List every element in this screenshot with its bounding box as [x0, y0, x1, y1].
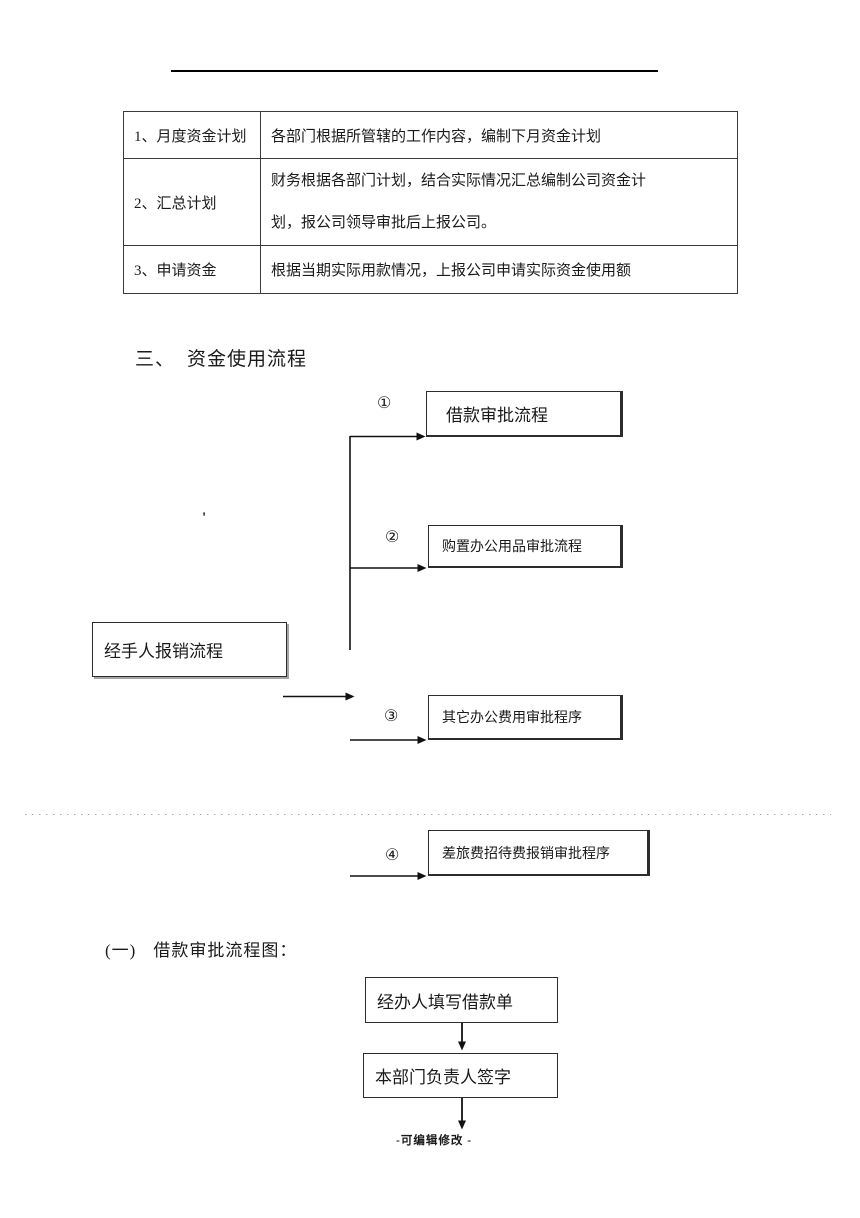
section-number: 三、 — [135, 349, 176, 370]
page-break-dotted-line — [25, 814, 831, 816]
subsection-title: 借款审批流程图： — [153, 941, 298, 960]
flow-box-travel-entertainment-expense: 差旅费招待费报销审批程序 — [428, 830, 650, 876]
row-label: 1、月度资金计划 — [134, 128, 247, 145]
flow-box-fill-borrow-form: 经办人填写借款单 — [365, 977, 558, 1023]
table-cell-desc: 财务根据各部门计划，结合实际情况汇总编制公司资金计 划，报公司领导审批后上报公司… — [260, 158, 738, 246]
subsection-heading: (一) 借款审批流程图： — [105, 936, 297, 961]
row-desc-line: 根据当期实际用款情况，上报公司申请实际资金使用额 — [271, 263, 632, 279]
stray-apostrophe-mark: ' — [202, 510, 207, 526]
fund-plan-table: 1、月度资金计划 各部门根据所管辖的工作内容，编制下月资金计划 2、汇总计划 财… — [123, 111, 738, 294]
branch-number-1: ① — [377, 395, 392, 412]
flow-box-office-supplies-approval: 购置办公用品审批流程 — [428, 525, 623, 568]
table-cell-label: 1、月度资金计划 — [123, 111, 261, 159]
branch-number-3: ③ — [384, 708, 399, 725]
flow-box-borrow-approval: 借款审批流程 — [426, 391, 623, 437]
table-cell-label: 3、申请资金 — [123, 245, 261, 294]
flow-box-label: 购置办公用品审批流程 — [442, 540, 582, 555]
flow-box-label: 经办人填写借款单 — [377, 992, 513, 1012]
branch-number-4: ④ — [385, 847, 400, 864]
flow-box-label: 经手人报销流程 — [104, 642, 223, 661]
table-cell-desc: 各部门根据所管辖的工作内容，编制下月资金计划 — [260, 111, 738, 159]
flow-box-label: 本部门负责人签字 — [375, 1068, 511, 1087]
branch-number-2: ② — [385, 529, 400, 546]
flow-box-label: 差旅费招待费报销审批程序 — [442, 846, 610, 862]
section-title: 资金使用流程 — [187, 349, 308, 370]
row-desc-line: 划，报公司领导审批后上报公司。 — [271, 215, 497, 231]
row-label: 2、汇总计划 — [134, 195, 217, 212]
table-cell-desc: 根据当期实际用款情况，上报公司申请实际资金使用额 — [260, 245, 738, 294]
top-horizontal-rule — [171, 70, 658, 72]
row-label: 3、申请资金 — [134, 263, 217, 279]
footer-editable-note: -可编辑修改 - — [396, 1135, 473, 1147]
flow-box-label: 其它办公费用审批程序 — [442, 711, 582, 726]
flow-box-label: 借款审批流程 — [446, 406, 548, 425]
table-row: 2、汇总计划 财务根据各部门计划，结合实际情况汇总编制公司资金计 划，报公司领导… — [123, 158, 738, 246]
row-desc-line: 各部门根据所管辖的工作内容，编制下月资金计划 — [271, 128, 602, 145]
table-row: 1、月度资金计划 各部门根据所管辖的工作内容，编制下月资金计划 — [123, 111, 738, 159]
subsection-number: (一) — [105, 941, 137, 960]
flow-box-handler-reimbursement: 经手人报销流程 — [92, 622, 287, 677]
section-heading: 三、资金使用流程 — [135, 344, 307, 371]
row-desc-line: 财务根据各部门计划，结合实际情况汇总编制公司资金计 — [271, 173, 647, 189]
flow-box-dept-head-sign: 本部门负责人签字 — [363, 1053, 558, 1098]
flow-box-other-office-expense: 其它办公费用审批程序 — [428, 695, 623, 740]
table-row: 3、申请资金 根据当期实际用款情况，上报公司申请实际资金使用额 — [123, 245, 738, 294]
table-cell-label: 2、汇总计划 — [123, 158, 261, 246]
